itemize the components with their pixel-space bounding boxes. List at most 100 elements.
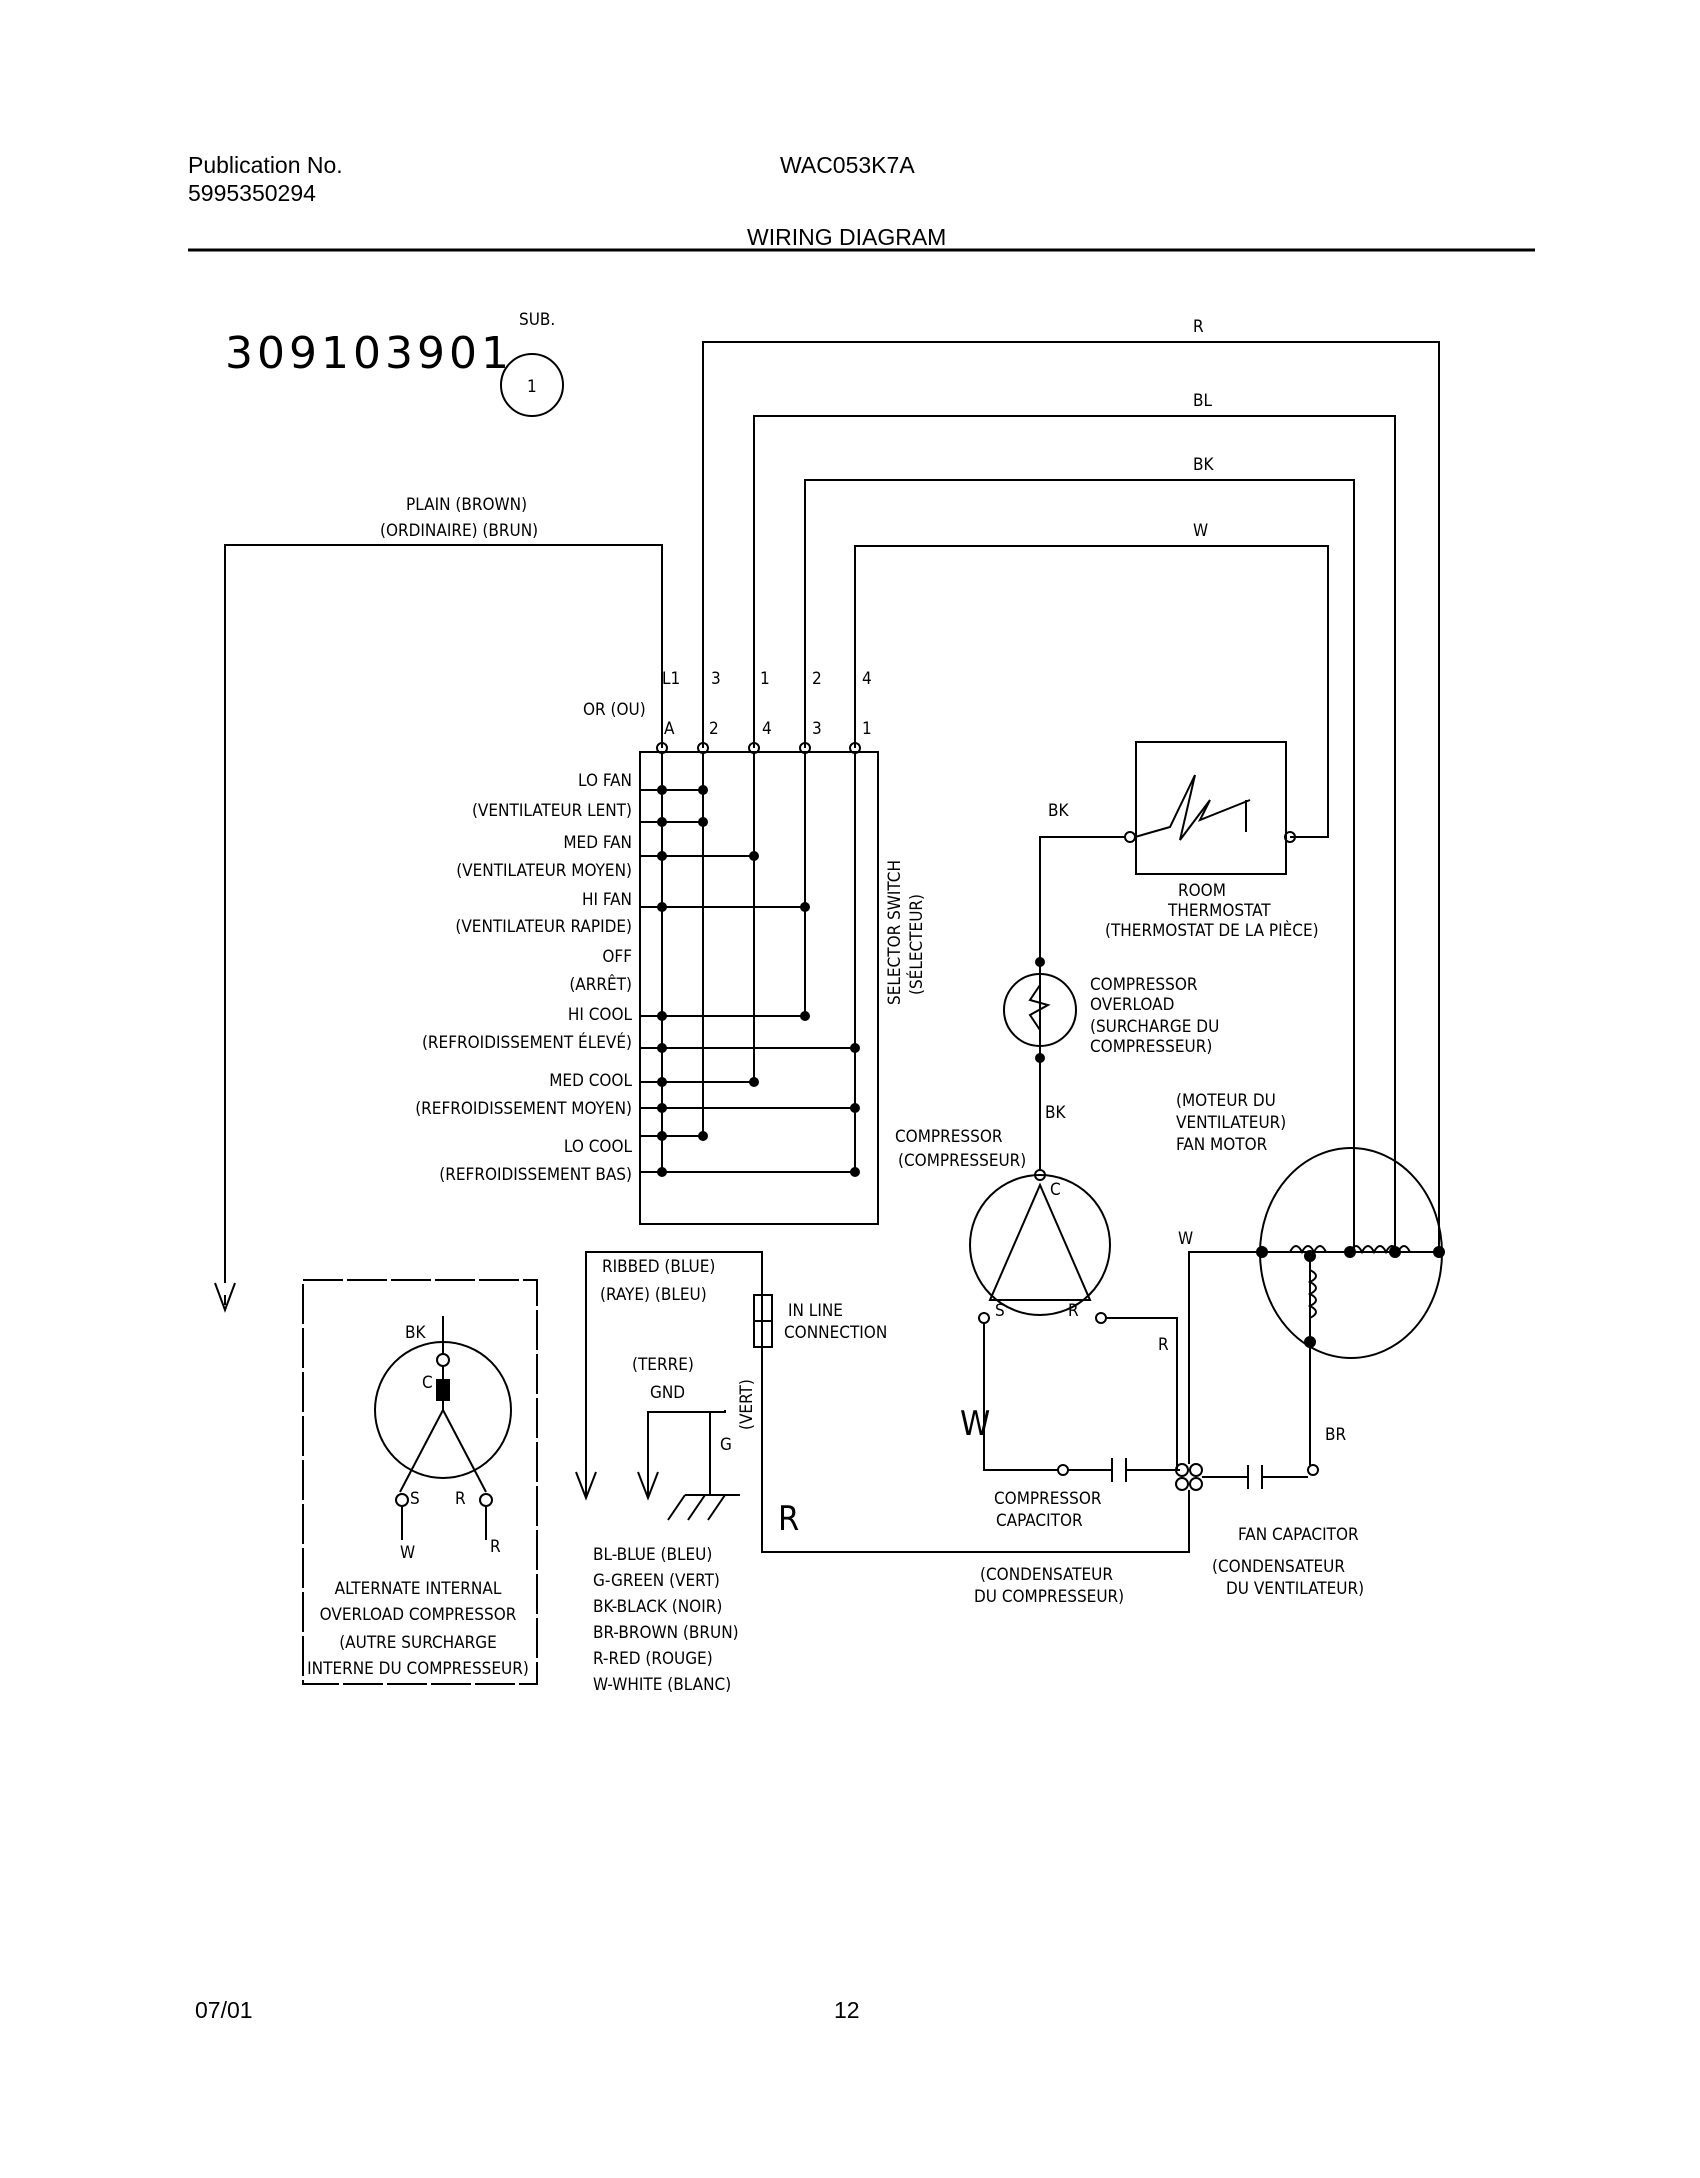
section-title: WIRING DIAGRAM	[747, 224, 947, 250]
svg-text:OVERLOAD COMPRESSOR: OVERLOAD COMPRESSOR	[320, 1605, 517, 1625]
thermostat-label: ROOM	[1178, 881, 1226, 901]
svg-text:MED FAN: MED FAN	[563, 833, 632, 853]
selector-position-labels: LO FAN (VENTILATEUR LENT) MED FAN (VENTI…	[415, 771, 632, 1185]
compressor-wire-r-label: R	[1158, 1335, 1169, 1355]
terminal-top-3: 3	[711, 669, 721, 689]
svg-text:(REFROIDISSEMENT ÉLEVÉ): (REFROIDISSEMENT ÉLEVÉ)	[422, 1031, 632, 1053]
alt-overload-wire-r: R	[490, 1537, 501, 1557]
compressor-terminal-c: C	[1050, 1180, 1061, 1200]
wire-ribbed-blue	[585, 1251, 763, 1490]
plain-wire-label: PLAIN (BROWN)	[406, 495, 527, 515]
wire-fan-w	[1188, 1251, 1262, 1464]
svg-text:BK-BLACK (NOIR): BK-BLACK (NOIR)	[593, 1597, 722, 1617]
svg-text:LO FAN: LO FAN	[578, 771, 632, 791]
svg-text:W-WHITE (BLANC): W-WHITE (BLANC)	[593, 1675, 731, 1695]
wire-label-bk: BK	[1193, 455, 1214, 475]
selector-switch-label-fr: (SÉLECTEUR)	[905, 894, 927, 995]
wire-thermo-black	[1039, 836, 1125, 960]
svg-text:LO COOL: LO COOL	[564, 1137, 633, 1157]
wire-white	[854, 545, 1329, 838]
wire-ground	[647, 1410, 726, 1490]
ground-label-fr: (TERRE)	[632, 1355, 694, 1375]
terminal-bot-2: 2	[709, 719, 719, 739]
svg-text:ALTERNATE INTERNAL: ALTERNATE INTERNAL	[335, 1579, 502, 1599]
thermostat-label-fr: (THERMOSTAT DE LA PIÈCE)	[1105, 919, 1319, 941]
wire-ground-r	[761, 1320, 1190, 1553]
wire-label-w: W	[1193, 521, 1208, 541]
wire-label-bl: BL	[1193, 391, 1212, 411]
color-legend: BL-BLUE (BLEU) G-GREEN (VERT) BK-BLACK (…	[593, 1545, 739, 1695]
compressor-label: COMPRESSOR	[895, 1127, 1003, 1147]
terminal-top-2: 2	[812, 669, 822, 689]
compressor-capacitor-label-fr2: DU COMPRESSEUR)	[974, 1587, 1124, 1607]
in-line-label: IN LINE	[788, 1301, 843, 1321]
room-thermostat	[1135, 741, 1287, 875]
compressor-label-fr: (COMPRESSEUR)	[898, 1151, 1026, 1171]
fan-motor-label: FAN MOTOR	[1176, 1135, 1268, 1155]
sub-label: SUB.	[519, 310, 555, 330]
footer-date: 07/01	[195, 1997, 253, 2023]
terminal-top-1: 1	[760, 669, 770, 689]
svg-text:(AUTRE SURCHARGE: (AUTRE SURCHARGE	[339, 1633, 497, 1653]
wire-compressor-r	[1106, 1317, 1178, 1470]
fan-capacitor-label-fr2: DU VENTILATEUR)	[1226, 1579, 1364, 1599]
overload-wire-label: BK	[1045, 1103, 1066, 1123]
or-label: OR (OU)	[583, 700, 646, 720]
svg-text:HI COOL: HI COOL	[568, 1005, 633, 1025]
publication-number: 5995350294	[188, 180, 316, 206]
svg-text:MED COOL: MED COOL	[549, 1071, 632, 1091]
ground-label-vert: (VERT)	[737, 1379, 757, 1430]
publication-label: Publication No.	[188, 152, 343, 178]
part-number: 309103901	[225, 328, 513, 379]
overload-label-4: COMPRESSEUR)	[1090, 1037, 1212, 1057]
model-number: WAC053K7A	[780, 152, 915, 178]
compressor-capacitor-label: COMPRESSOR	[994, 1489, 1102, 1509]
terminal-top-4: 4	[862, 669, 872, 689]
svg-text:(VENTILATEUR LENT): (VENTILATEUR LENT)	[472, 801, 632, 821]
overload-label-3: (SURCHARGE DU	[1090, 1017, 1219, 1037]
compressor-capacitor-label-fr: (CONDENSATEUR	[980, 1565, 1113, 1585]
compressor-terminal-s: S	[995, 1301, 1005, 1321]
fan-motor-label-fr: (MOTEUR DU	[1176, 1091, 1276, 1111]
wire-red	[702, 341, 1440, 1252]
fan-capacitor-label-fr: (CONDENSATEUR	[1212, 1557, 1345, 1577]
compressor-circle	[969, 1174, 1111, 1316]
wire-plain-brown	[224, 544, 663, 1283]
terminal-bot-a: A	[664, 719, 675, 739]
svg-text:(ARRÊT): (ARRÊT)	[569, 973, 632, 995]
fan-wire-br-label: BR	[1325, 1425, 1346, 1445]
wire-black	[804, 479, 1355, 1252]
overload-label: COMPRESSOR	[1090, 975, 1198, 995]
compressor-wire-w-label: W	[960, 1404, 990, 1444]
terminal-bot-4: 4	[762, 719, 772, 739]
alternate-overload-box	[302, 1279, 538, 1685]
wire-label-r: R	[1193, 317, 1204, 337]
alt-overload-terminal-s: S	[410, 1489, 420, 1509]
overload-label-2: OVERLOAD	[1090, 995, 1174, 1015]
svg-text:(REFROIDISSEMENT BAS): (REFROIDISSEMENT BAS)	[439, 1165, 632, 1185]
svg-text:HI FAN: HI FAN	[582, 890, 632, 910]
thermostat-wire-label: BK	[1048, 801, 1069, 821]
alt-overload-caption: ALTERNATE INTERNAL OVERLOAD COMPRESSOR (…	[307, 1579, 529, 1679]
in-line-label-2: CONNECTION	[784, 1323, 887, 1343]
svg-text:INTERNE DU COMPRESSEUR): INTERNE DU COMPRESSEUR)	[307, 1659, 529, 1679]
alt-overload-terminal-r: R	[455, 1489, 466, 1509]
compressor-terminal-r: R	[1068, 1301, 1079, 1321]
svg-text:OFF: OFF	[602, 947, 632, 967]
sub-circle	[500, 353, 564, 417]
plain-wire-label-fr: (ORDINAIRE) (BRUN)	[380, 521, 538, 541]
alt-overload-wire-bk: BK	[405, 1323, 426, 1343]
supply-arrow	[214, 1282, 236, 1313]
selector-switch-box	[639, 751, 879, 1225]
svg-text:(VENTILATEUR RAPIDE): (VENTILATEUR RAPIDE)	[455, 917, 632, 937]
terminal-bot-1: 1	[862, 719, 872, 739]
selector-switch-label: SELECTOR SWITCH	[885, 860, 905, 1005]
terminal-bot-3: 3	[812, 719, 822, 739]
sub-number: 1	[527, 377, 537, 397]
alt-overload-terminal-c: C	[422, 1373, 433, 1393]
selector-contacts	[657, 785, 1445, 1348]
wire-compressor-w	[983, 1323, 1058, 1471]
fan-wire-w-label: W	[1178, 1229, 1193, 1249]
svg-text:(VENTILATEUR MOYEN): (VENTILATEUR MOYEN)	[456, 861, 632, 881]
